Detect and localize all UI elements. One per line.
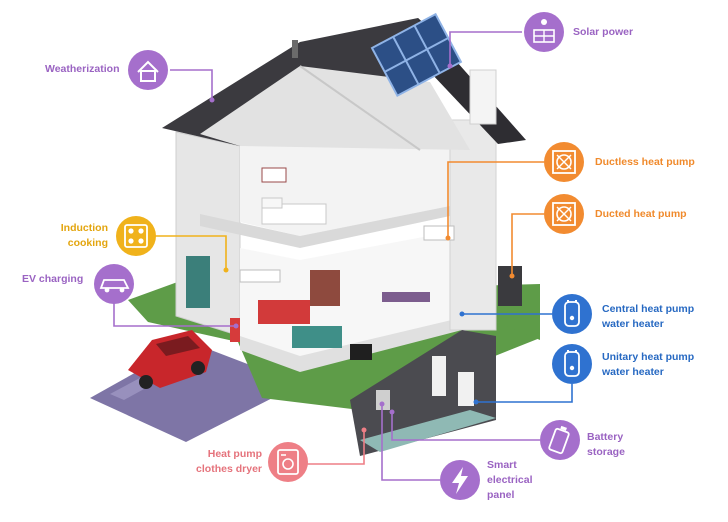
bed: [261, 203, 327, 225]
house-right-wall: [449, 119, 497, 331]
ev-charger: [230, 318, 240, 342]
label-heat-pump-clothes-dryer: Heat pump clothes dryer: [196, 448, 262, 475]
car-icon: [94, 264, 134, 304]
cooktop-icon: [116, 216, 156, 256]
water-heater-icon: [552, 344, 592, 384]
water-heater-tank-2: [458, 372, 474, 406]
label-ductless-heat-pump: Ductless heat pump: [595, 156, 695, 168]
water-heater-icon: [552, 294, 592, 334]
battery-unit: [376, 390, 390, 410]
label-ducted-heat-pump: Ducted heat pump: [595, 208, 687, 220]
bookshelf: [310, 270, 340, 306]
fridge: [186, 256, 210, 308]
tv: [350, 344, 372, 360]
house-icon: [128, 50, 168, 90]
upper-floor-slab: [200, 206, 450, 248]
dryer-icon: [268, 442, 308, 482]
basement-floor: [360, 410, 496, 452]
kitchen-counter: [239, 269, 281, 283]
water-heater-tank: [432, 356, 446, 396]
label-unitary-heat-pump-water-heater: Unitary heat pump water heater: [602, 351, 695, 378]
label-central-heat-pump-water-heater: Central heat pump water heater: [602, 303, 695, 330]
dining-table: [382, 292, 430, 302]
lightning-icon: [440, 460, 480, 500]
label-weatherization: Weatherization: [45, 63, 120, 75]
electric-car: [128, 330, 212, 389]
fan-icon: [544, 142, 584, 182]
label-ev-charging: EV charging: [22, 273, 84, 285]
solar-panel-icon: [524, 12, 564, 52]
outdoor-heat-pump: [498, 266, 522, 306]
solar-panels: [370, 12, 463, 98]
driveway: [90, 342, 300, 442]
painting: [261, 167, 287, 183]
label-induction-cooking: Induction cooking: [60, 222, 108, 249]
label-smart-electrical-panel: Smart electrical panel: [487, 459, 533, 501]
label-solar-power: Solar power: [573, 26, 634, 38]
label-battery-storage: Battery storage: [587, 431, 625, 458]
fan-icon: [544, 194, 584, 234]
battery-icon: [540, 420, 580, 460]
chimney: [469, 69, 497, 125]
rug: [292, 326, 342, 348]
sofa: [258, 300, 310, 324]
